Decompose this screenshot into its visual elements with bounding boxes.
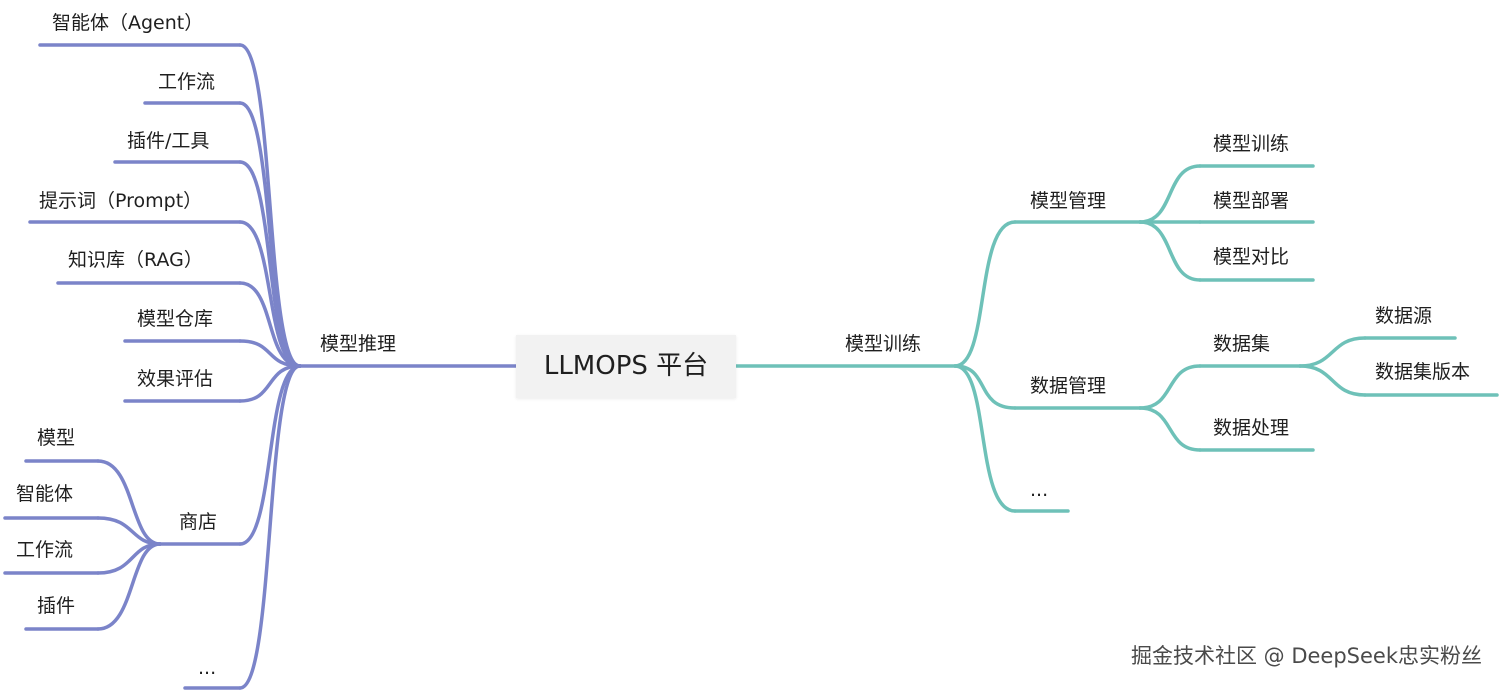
store-item-model: 模型 [37,427,76,449]
branch-model-inference: 模型推理 [320,333,397,355]
left-item-plugins-tools: 插件/工具 [127,130,210,152]
model-mgmt-training: 模型训练 [1213,133,1290,155]
central-topic-label: LLMOPS 平台 [543,351,709,381]
left-item-store: 商店 [179,511,218,533]
central-topic-box [516,335,736,398]
left-item-workflow: 工作流 [158,71,216,93]
left-item-model-repo: 模型仓库 [137,308,214,330]
model-mgmt-comparison: 模型对比 [1213,246,1290,268]
left-item-prompt: 提示词（Prompt） [39,190,203,212]
dataset-version: 数据集版本 [1375,361,1471,383]
right-branch-lines [734,164,1499,513]
left-item-ellipsis: ... [198,657,217,679]
store-item-agent: 智能体 [16,483,74,505]
left-item-evaluation: 效果评估 [137,368,214,390]
watermark: 掘金技术社区 @ DeepSeek忠实粉丝 [1130,644,1482,668]
left-item-knowledge-base: 知识库（RAG） [68,249,203,271]
right-data-management: 数据管理 [1030,375,1107,397]
store-item-workflow: 工作流 [16,539,74,561]
dataset-source: 数据源 [1375,305,1433,327]
right-item-ellipsis: ... [1030,479,1049,501]
store-item-plugin: 插件 [37,595,76,617]
right-model-management: 模型管理 [1030,190,1107,212]
branch-model-training: 模型训练 [845,333,922,355]
left-branch-lines [3,43,518,690]
left-item-agent: 智能体（Agent） [52,12,204,34]
data-mgmt-processing: 数据处理 [1213,417,1290,439]
model-mgmt-deployment: 模型部署 [1213,190,1290,212]
data-mgmt-dataset: 数据集 [1213,333,1271,355]
